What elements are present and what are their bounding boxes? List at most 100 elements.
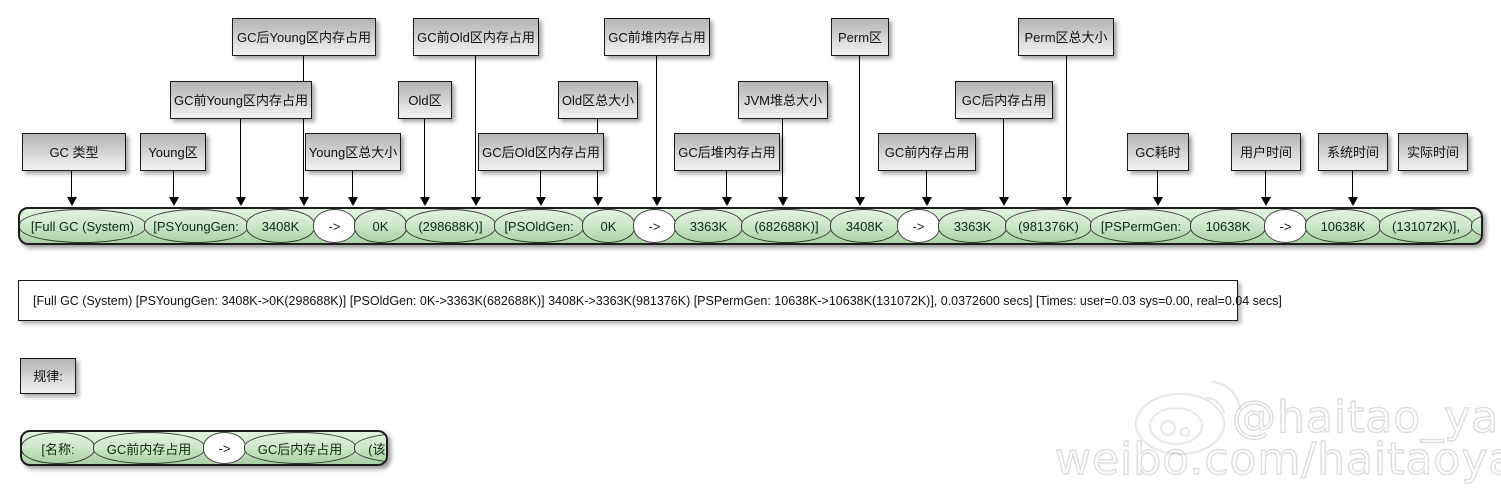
- callout-arrowhead-8: [593, 197, 603, 206]
- callout-box-5: Old区: [398, 81, 452, 119]
- segment-arrow: ->: [203, 432, 246, 464]
- segment-token: GC前内存占用: [93, 432, 205, 464]
- callout-leader-line-3: [303, 56, 304, 198]
- callout-arrowhead-7: [536, 197, 546, 206]
- segment-text: ->: [1279, 218, 1292, 234]
- callout-label: Young区总大小: [308, 144, 398, 160]
- segment-text: (131072K)],: [1392, 218, 1460, 234]
- callout-label: 用户时间: [1240, 144, 1293, 160]
- callout-label: JVM堆总大小: [744, 92, 823, 108]
- segment-token: (682688K)]: [741, 209, 832, 243]
- segment-text: ->: [328, 218, 341, 234]
- segment-text: GC前内存占用: [106, 441, 192, 457]
- segment-text: 3363K: [689, 218, 728, 234]
- raw-gc-log-textbox: [Full GC (System) [PSYoungGen: 3408K->0K…: [18, 280, 1282, 321]
- segment-token: 10638K: [1305, 209, 1381, 243]
- callout-leader-line-4: [352, 171, 353, 198]
- segment-text: [名称:: [41, 441, 75, 457]
- callout-leader-line-2: [240, 119, 241, 198]
- callout-arrowhead-2: [236, 197, 246, 206]
- callout-box-8: Old区总大小: [558, 81, 638, 119]
- callout-box-1: Young区: [140, 133, 206, 171]
- callout-label: 实际时间: [1407, 144, 1460, 160]
- callout-arrowhead-6: [471, 197, 481, 206]
- segment-token: 3363K: [674, 209, 743, 243]
- callout-box-14: GC后内存占用: [955, 81, 1053, 119]
- callout-leader-line-13: [926, 171, 927, 198]
- callout-label: GC前堆内存占用: [608, 29, 706, 45]
- callout-leader-line-0: [71, 171, 72, 198]
- callout-leader-line-15: [1066, 56, 1067, 198]
- segment-token: 3408K: [830, 209, 899, 243]
- gc-log-breakdown-bar: [Full GC (System)[PSYoungGen:3408K->0K(2…: [18, 207, 1483, 245]
- callout-arrowhead-18: [1348, 197, 1358, 206]
- segment-arrow: ->: [1264, 209, 1307, 243]
- callout-box-10: GC后堆内存占用: [674, 133, 780, 171]
- segment-text: 3408K: [261, 218, 300, 234]
- segment-token: [PSYoungGen:: [144, 209, 248, 243]
- callout-label: GC后内存占用: [961, 92, 1047, 108]
- weibo-logo-icon: [1128, 368, 1248, 458]
- segment-text: 3408K: [845, 218, 884, 234]
- segment-token: (981376K): [1005, 209, 1092, 243]
- segment-text: [PSOldGen:: [504, 218, 574, 234]
- callout-box-12: Perm区: [831, 18, 889, 56]
- segment-token: GC后内存占用: [244, 432, 356, 464]
- callout-leader-line-10: [726, 171, 727, 198]
- segment-text: 0K: [600, 218, 617, 234]
- callout-arrowhead-13: [922, 197, 932, 206]
- segment-arrow: ->: [313, 209, 356, 243]
- callout-box-15: Perm区总大小: [1018, 18, 1114, 56]
- watermark-handle: @haitao_yao: [1231, 391, 1501, 443]
- callout-label: 系统时间: [1327, 144, 1380, 160]
- callout-leader-line-17: [1265, 171, 1266, 198]
- segment-text: [PSYoungGen:: [153, 218, 239, 234]
- segment-text: (该区内存总大小): [368, 441, 386, 457]
- segment-text: [Full GC (System): [30, 218, 135, 234]
- callout-box-19: 实际时间: [1398, 133, 1468, 171]
- segment-token: [PSPermGen:: [1090, 209, 1192, 243]
- callout-box-11: JVM堆总大小: [738, 81, 828, 119]
- segment-text: (981376K): [1018, 218, 1079, 234]
- callout-label: GC耗时: [1135, 144, 1181, 160]
- segment-token: (131072K)],: [1379, 209, 1473, 243]
- segment-arrow: ->: [633, 209, 676, 243]
- callout-box-0: GC 类型: [22, 133, 126, 171]
- callout-leader-line-16: [1157, 171, 1158, 198]
- callout-leader-line-18: [1352, 171, 1353, 198]
- segment-token: (该区内存总大小): [354, 432, 386, 464]
- callout-leader-line-14: [1003, 119, 1004, 198]
- callout-box-9: GC前堆内存占用: [604, 18, 710, 56]
- segment-token: 3408K: [246, 209, 315, 243]
- segment-text: 0K: [372, 218, 389, 234]
- callout-box-7: GC后Old区内存占用: [478, 133, 604, 171]
- callout-label: GC前Young区内存占用: [174, 92, 308, 108]
- callout-label: Old区总大小: [561, 92, 635, 108]
- callout-arrowhead-14: [999, 197, 1009, 206]
- segment-text: ->: [218, 440, 231, 456]
- segment-text: 3363K: [953, 218, 992, 234]
- callout-label: Young区: [148, 144, 198, 160]
- callout-arrowhead-12: [855, 197, 865, 206]
- callout-leader-line-11: [782, 119, 783, 198]
- raw-gc-log-text: [Full GC (System) [PSYoungGen: 3408K->0K…: [33, 293, 1282, 308]
- callout-box-6: GC前Old区内存占用: [413, 18, 539, 56]
- segment-text: ->: [912, 218, 925, 234]
- segment-token: 0K: [354, 209, 407, 243]
- segment-token: 10638K: [1190, 209, 1266, 243]
- segment-text: (682688K)]: [754, 218, 819, 234]
- callout-label: GC后堆内存占用: [678, 144, 776, 160]
- callout-label: GC前Old区内存占用: [417, 29, 535, 45]
- callout-box-17: 用户时间: [1231, 133, 1301, 171]
- callout-box-2: GC前Young区内存占用: [170, 81, 312, 119]
- callout-label: GC 类型: [49, 144, 99, 160]
- segment-arrow: ->: [897, 209, 940, 243]
- segment-token: [名称:: [22, 432, 95, 464]
- callout-box-3: GC后Young区内存占用: [232, 18, 376, 56]
- callout-arrowhead-11: [778, 197, 788, 206]
- callout-label: GC前内存占用: [884, 144, 970, 160]
- rule-label-text: 规律:: [33, 368, 63, 384]
- callout-leader-line-12: [859, 56, 860, 198]
- callout-arrowhead-0: [67, 197, 77, 206]
- segment-token: 3363K: [938, 209, 1007, 243]
